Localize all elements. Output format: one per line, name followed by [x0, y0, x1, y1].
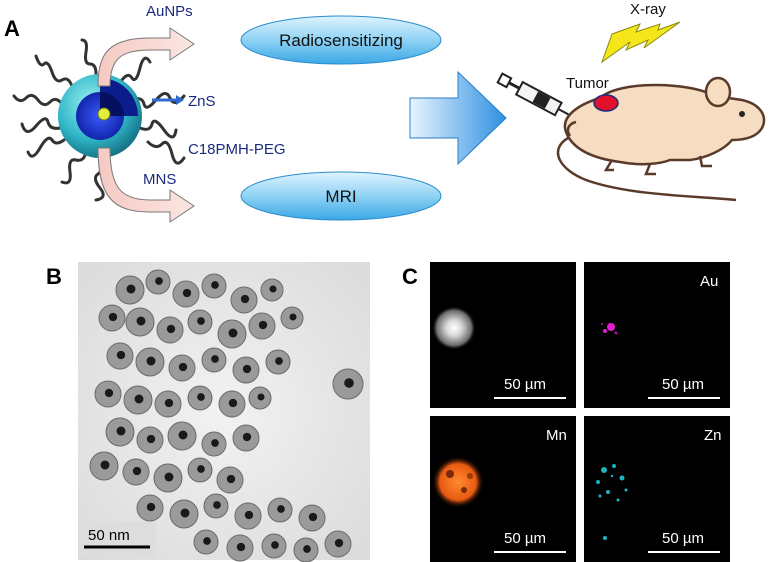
tem-nanoparticle-core — [213, 501, 221, 509]
tem-nanoparticle-core — [344, 378, 354, 388]
tile-zn-element: Zn — [704, 427, 722, 444]
tem-nanoparticle-core — [178, 430, 188, 440]
tem-nanoparticle-core — [116, 426, 126, 436]
tem-scalebar-bg — [80, 522, 156, 556]
tem-nanoparticle-core — [228, 328, 238, 338]
tem-nanoparticle-core — [155, 277, 163, 285]
panel-b-letter: B — [46, 264, 62, 289]
tem-nanoparticle-core — [197, 465, 205, 473]
tile-zn: Zn 50 µm — [584, 416, 730, 562]
tumor-spot — [593, 94, 619, 112]
tem-nanoparticle-core — [258, 320, 268, 330]
label-c18pmh-peg: C18PMH-PEG — [188, 141, 286, 158]
tem-nanoparticle-core — [197, 393, 205, 401]
tem-nanoparticle-core — [242, 364, 252, 374]
tile-au-element: Au — [700, 273, 718, 290]
tem-nanoparticle-core — [236, 542, 246, 552]
tile-au: Au 50 µm — [584, 262, 730, 408]
tem-scalebar-label: 50 nm — [88, 527, 130, 544]
tem-nanoparticle-core — [289, 313, 297, 321]
label-mns: MNS — [143, 171, 176, 188]
xray-lightning-icon — [600, 21, 681, 64]
tem-nanoparticle-core — [226, 474, 236, 484]
tem-nanoparticle-core — [132, 466, 142, 476]
radiosensitizing-ellipse — [240, 15, 442, 65]
tem-nanoparticle-core — [146, 502, 156, 512]
label-radiosensitizing: Radiosensitizing — [279, 31, 403, 50]
tem-nanoparticle-core — [136, 316, 146, 326]
tem-nanoparticle-core — [104, 388, 114, 398]
tem-nanoparticle-core — [242, 432, 252, 442]
tile-mn-element: Mn — [546, 427, 567, 444]
tem-nanoparticle-core — [178, 362, 188, 372]
flow-arrow — [409, 70, 507, 166]
label-mri: MRI — [325, 187, 356, 206]
tem-nanoparticle-core — [164, 472, 174, 482]
tile-mn: Mn 50 µm — [430, 416, 576, 562]
panel-a-letter: A — [4, 16, 20, 41]
tem-nanoparticle-core — [271, 541, 279, 549]
tem-nanoparticle-core — [116, 350, 126, 360]
tem-nanoparticle-core — [228, 398, 238, 408]
tem-nanoparticle-core — [134, 394, 144, 404]
label-tumor: Tumor — [566, 75, 609, 92]
tem-nanoparticle-core — [108, 312, 118, 322]
zns-pointer-arrow — [152, 95, 184, 105]
mri-ellipse — [240, 171, 442, 221]
tem-nanoparticle-core — [146, 356, 156, 366]
syringe-illustration — [496, 72, 586, 124]
tem-nanoparticle-core — [211, 439, 219, 447]
panel-c-letter: C — [402, 264, 418, 289]
tem-nanoparticle-core — [334, 538, 344, 548]
tem-nanoparticle-core — [308, 512, 318, 522]
tem-nanoparticle-core — [126, 284, 136, 294]
label-aunps: AuNPs — [146, 3, 193, 20]
panel-a: A — [4, 1, 766, 223]
label-xray: X-ray — [630, 1, 666, 18]
tem-nanoparticle-core — [240, 294, 250, 304]
tile-1-scalebar: 50 µm — [504, 376, 546, 393]
tile-2-scalebar: 50 µm — [662, 376, 704, 393]
nanoparticle-illustration — [58, 74, 142, 158]
tile-4-scalebar: 50 µm — [662, 530, 704, 547]
tem-nanoparticle-core — [100, 460, 110, 470]
tile-3-scalebar: 50 µm — [504, 530, 546, 547]
tem-nanoparticle-core — [164, 398, 174, 408]
tem-nanoparticle-core — [303, 545, 311, 553]
tem-nanoparticle-core — [180, 508, 190, 518]
tem-nanoparticle-core — [277, 505, 285, 513]
mouse-illustration — [556, 76, 766, 202]
tem-nanoparticle-core — [166, 324, 176, 334]
panel-c: C 50 µm Au 50 µm Mn 50 — [402, 262, 730, 562]
panel-b: B 50 nm — [46, 262, 370, 562]
tem-nanoparticle-core — [182, 288, 192, 298]
tem-nanoparticle-core — [257, 393, 265, 401]
tem-nanoparticle-core — [211, 281, 219, 289]
tem-nanoparticle-core — [203, 537, 211, 545]
label-zns: ZnS — [188, 93, 216, 110]
tem-particles — [89, 269, 364, 562]
tile-grayscale: 50 µm — [430, 262, 576, 408]
mns-pink-arrow — [97, 147, 195, 223]
tem-nanoparticle-core — [269, 285, 277, 293]
tem-nanoparticle-core — [211, 355, 219, 363]
tem-nanoparticle-core — [197, 317, 205, 325]
aunps-pink-arrow — [97, 27, 195, 87]
tem-nanoparticle-core — [146, 434, 156, 444]
tem-nanoparticle-core — [244, 510, 254, 520]
tem-nanoparticle-core — [275, 357, 283, 365]
